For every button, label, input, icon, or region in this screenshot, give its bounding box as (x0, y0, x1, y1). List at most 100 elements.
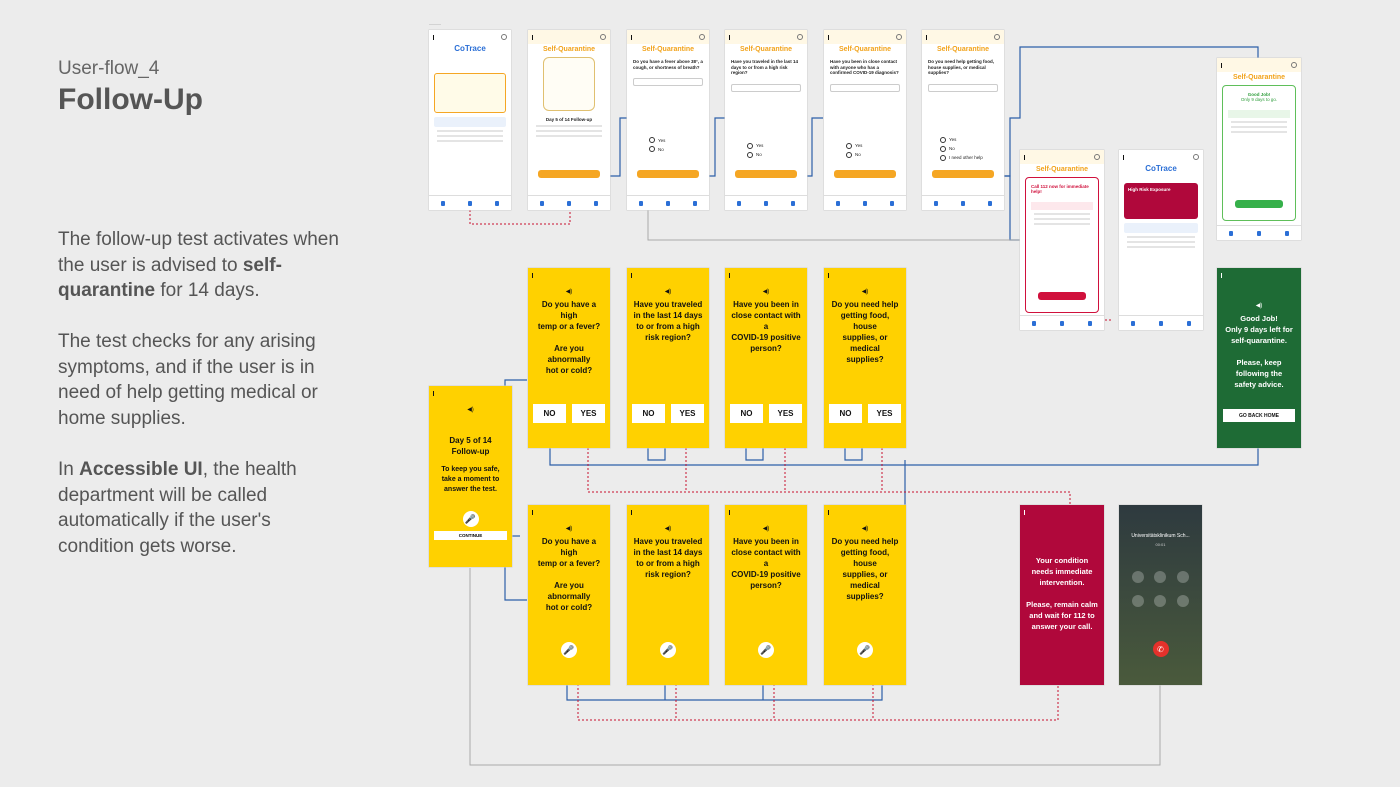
speaker-icon[interactable]: ◀) (664, 289, 672, 295)
speaker-icon[interactable]: ◀) (565, 526, 573, 532)
test-banner[interactable] (434, 117, 506, 127)
no-button[interactable]: NO (632, 404, 665, 423)
settings-icon[interactable] (1187, 320, 1191, 326)
option-yes[interactable]: Yes (747, 143, 807, 149)
risk-alert-card[interactable]: High Risk Exposure (1124, 183, 1198, 219)
brand-name: CoTrace (454, 44, 486, 53)
doc-icon[interactable] (539, 200, 544, 206)
settings-icon[interactable] (1285, 230, 1289, 236)
doc-icon[interactable] (835, 200, 840, 206)
settings-icon[interactable] (594, 200, 599, 206)
microphone-icon[interactable]: 🎤 (857, 642, 873, 658)
home-icon[interactable] (566, 200, 571, 206)
settings-icon[interactable] (988, 200, 993, 206)
doc-icon[interactable] (1229, 230, 1233, 236)
speaker-icon[interactable]: ◀) (762, 289, 770, 295)
answer-dropdown[interactable] (633, 78, 703, 86)
answer-dropdown[interactable] (731, 83, 801, 92)
settings-icon[interactable] (797, 34, 803, 40)
home-icon[interactable] (1060, 320, 1064, 326)
call-112-button[interactable] (1038, 292, 1086, 300)
settings-icon[interactable] (1291, 62, 1297, 68)
settings-icon[interactable] (994, 34, 1000, 40)
option-no[interactable]: No (940, 146, 1004, 152)
brand-name: CoTrace (1145, 164, 1177, 173)
go-back-home-button[interactable]: GO BACK HOME (1223, 409, 1295, 422)
settings-icon[interactable] (1193, 154, 1199, 160)
paragraph-checks: The test checks for any arising symptoms… (58, 331, 318, 429)
yes-button[interactable]: YES (572, 404, 605, 423)
settings-icon[interactable] (791, 200, 796, 206)
no-button[interactable]: NO (829, 404, 862, 423)
contacts-icon[interactable] (1176, 595, 1189, 607)
phone-hangup-icon[interactable]: ✆ (1152, 641, 1169, 657)
yes-button[interactable]: YES (671, 404, 704, 423)
option-other-help[interactable]: I need other help (940, 155, 1004, 161)
settings-icon[interactable] (501, 34, 507, 40)
doc-icon[interactable] (440, 200, 445, 206)
keypad-icon[interactable] (1154, 571, 1167, 583)
option-no[interactable]: No (649, 146, 709, 152)
settings-icon[interactable] (1094, 154, 1100, 160)
settings-icon[interactable] (699, 34, 705, 40)
next-button[interactable] (735, 170, 797, 178)
microphone-icon[interactable]: 🎤 (660, 642, 676, 658)
settings-icon[interactable] (1088, 320, 1092, 326)
answer-dropdown[interactable] (928, 83, 998, 92)
speaker-icon[interactable]: ◀) (467, 407, 474, 413)
speaker-icon[interactable]: ◀) (565, 289, 573, 295)
doc-icon[interactable] (638, 200, 643, 206)
home-icon[interactable] (1257, 230, 1261, 236)
microphone-icon[interactable]: 🎤 (758, 642, 774, 658)
speaker-icon[interactable]: ◀) (861, 526, 869, 532)
option-no[interactable]: No (747, 152, 807, 158)
start-button[interactable] (538, 170, 600, 178)
option-yes[interactable]: Yes (846, 143, 906, 149)
speaker-icon[interactable]: ◀) (1255, 303, 1263, 309)
doc-icon[interactable] (736, 200, 741, 206)
home-icon[interactable] (1159, 320, 1163, 326)
question-line3: COVID-19 positive (731, 333, 801, 342)
mute-icon[interactable] (1132, 571, 1145, 583)
home-button[interactable] (1235, 200, 1283, 208)
answer-dropdown[interactable] (830, 83, 900, 92)
no-button[interactable]: NO (533, 404, 566, 423)
option-yes[interactable]: Yes (649, 137, 709, 143)
option-no[interactable]: No (846, 152, 906, 158)
facetime-icon[interactable] (1154, 595, 1167, 607)
speaker-icon[interactable]: ◀) (861, 289, 869, 295)
next-button[interactable] (834, 170, 896, 178)
settings-icon[interactable] (600, 34, 606, 40)
add-call-icon[interactable] (1132, 595, 1145, 607)
next-button[interactable] (932, 170, 994, 178)
screen-accessible-question-1: ◀) Do you have a high temp or a fever? A… (528, 268, 610, 448)
settings-icon[interactable] (495, 200, 500, 206)
doc-icon[interactable] (1032, 320, 1036, 326)
home-icon[interactable] (467, 200, 472, 206)
option-yes[interactable]: Yes (940, 137, 1004, 143)
home-icon[interactable] (665, 200, 670, 206)
microphone-icon[interactable]: 🎤 (561, 642, 577, 658)
speaker-icon[interactable]: ◀) (664, 526, 672, 532)
home-icon[interactable] (862, 200, 867, 206)
audio-icon[interactable] (1176, 571, 1189, 583)
home-icon[interactable] (960, 200, 965, 206)
yes-button[interactable]: YES (868, 404, 901, 423)
settings-icon[interactable] (896, 34, 902, 40)
doc-icon[interactable] (933, 200, 938, 206)
question-line2: in the last 14 days (633, 548, 703, 557)
screen-question-2: Self-Quarantine Have you traveled in the… (725, 30, 807, 210)
screen-accessible-question-3: ◀) Have you been in close contact with a… (725, 268, 807, 448)
microphone-icon[interactable]: 🎤 (462, 511, 479, 527)
home-icon[interactable] (763, 200, 768, 206)
speaker-icon[interactable]: ◀) (762, 526, 770, 532)
settings-icon[interactable] (890, 200, 895, 206)
no-button[interactable]: NO (730, 404, 763, 423)
next-button[interactable] (637, 170, 699, 178)
yes-button[interactable]: YES (769, 404, 802, 423)
doc-icon[interactable] (1131, 320, 1135, 326)
test-banner[interactable] (1124, 223, 1198, 233)
quarantine-card[interactable] (434, 73, 506, 113)
settings-icon[interactable] (693, 200, 698, 206)
continue-button[interactable]: CONTINUE (434, 531, 507, 540)
